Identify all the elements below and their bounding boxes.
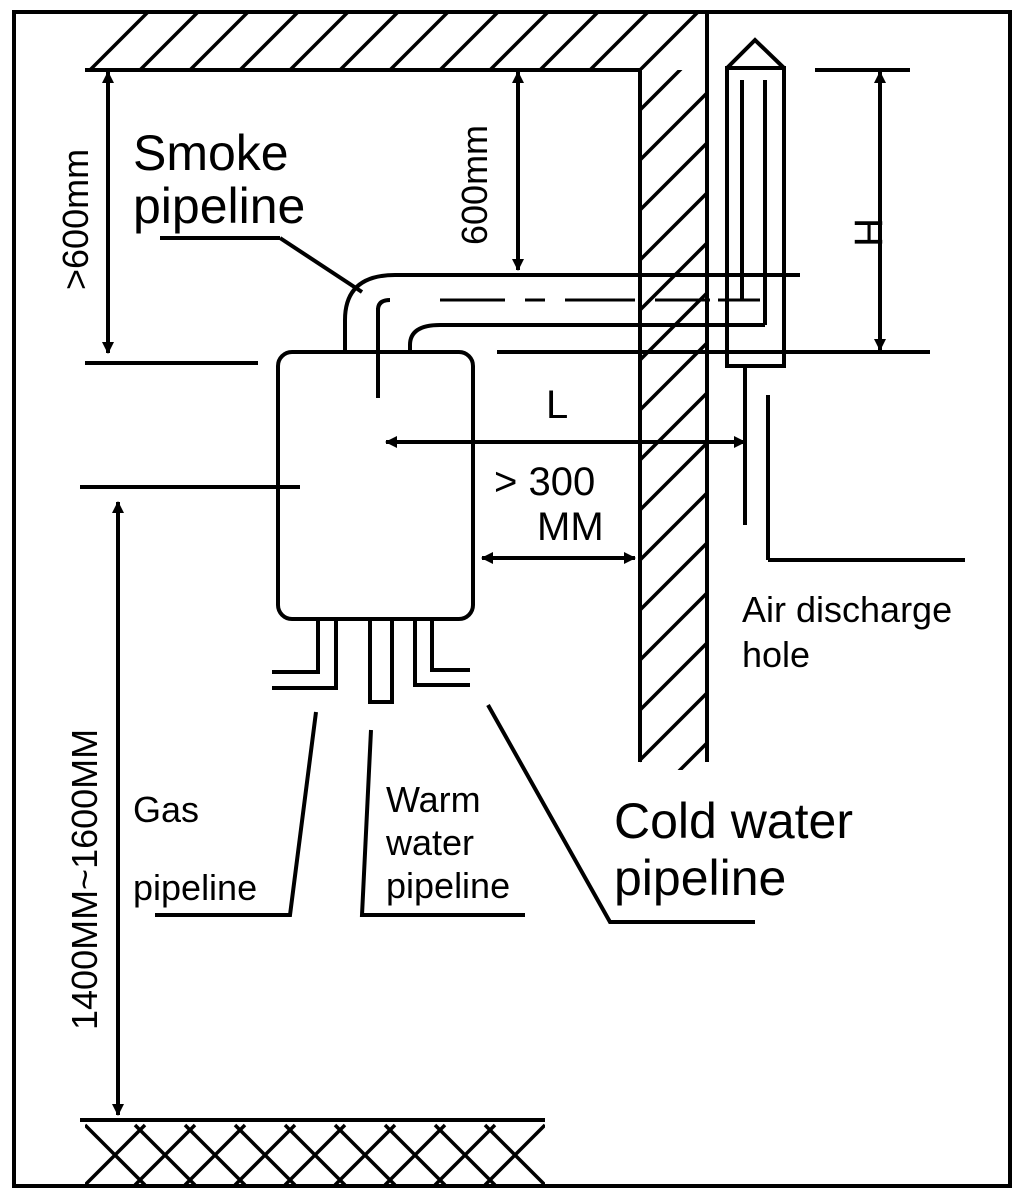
gas-pipeline-label-2: pipeline <box>133 867 257 908</box>
cold-pipeline-label-1: Cold water <box>614 793 853 849</box>
H-label: H <box>846 218 890 247</box>
ceiling <box>85 12 705 72</box>
L-label: L <box>546 383 568 427</box>
smoke-pipeline-label-2: pipeline <box>133 178 305 234</box>
d600-label: 600mm <box>454 125 495 245</box>
gt600-label: >600mm <box>55 149 96 290</box>
air-discharge-label-1: Air discharge <box>742 589 952 630</box>
cold-pipeline-label-2: pipeline <box>614 850 786 906</box>
smoke-leader <box>278 236 364 294</box>
cold-water-pipe <box>413 619 755 924</box>
flue-terminal <box>725 37 965 562</box>
warm-pipeline-label-3: pipeline <box>386 865 510 906</box>
gt300-label-1: > 300 <box>494 460 595 504</box>
height-range-label: 1400MM~1600MM <box>64 729 105 1030</box>
outer-frame <box>12 10 1012 1188</box>
wall <box>638 12 709 770</box>
smoke-pipe <box>343 273 800 398</box>
gas-pipe <box>155 619 338 917</box>
water-heater-body <box>276 350 475 621</box>
warm-pipeline-label-2: water <box>385 822 474 863</box>
warm-water-pipe <box>359 619 525 917</box>
gas-pipeline-label-1: Gas <box>133 789 199 830</box>
air-discharge-label-2: hole <box>742 634 810 675</box>
floor <box>80 1118 545 1187</box>
gt300-label-2: MM <box>537 505 604 549</box>
warm-pipeline-label-1: Warm <box>386 779 481 820</box>
smoke-pipeline-label-1: Smoke <box>133 125 289 181</box>
